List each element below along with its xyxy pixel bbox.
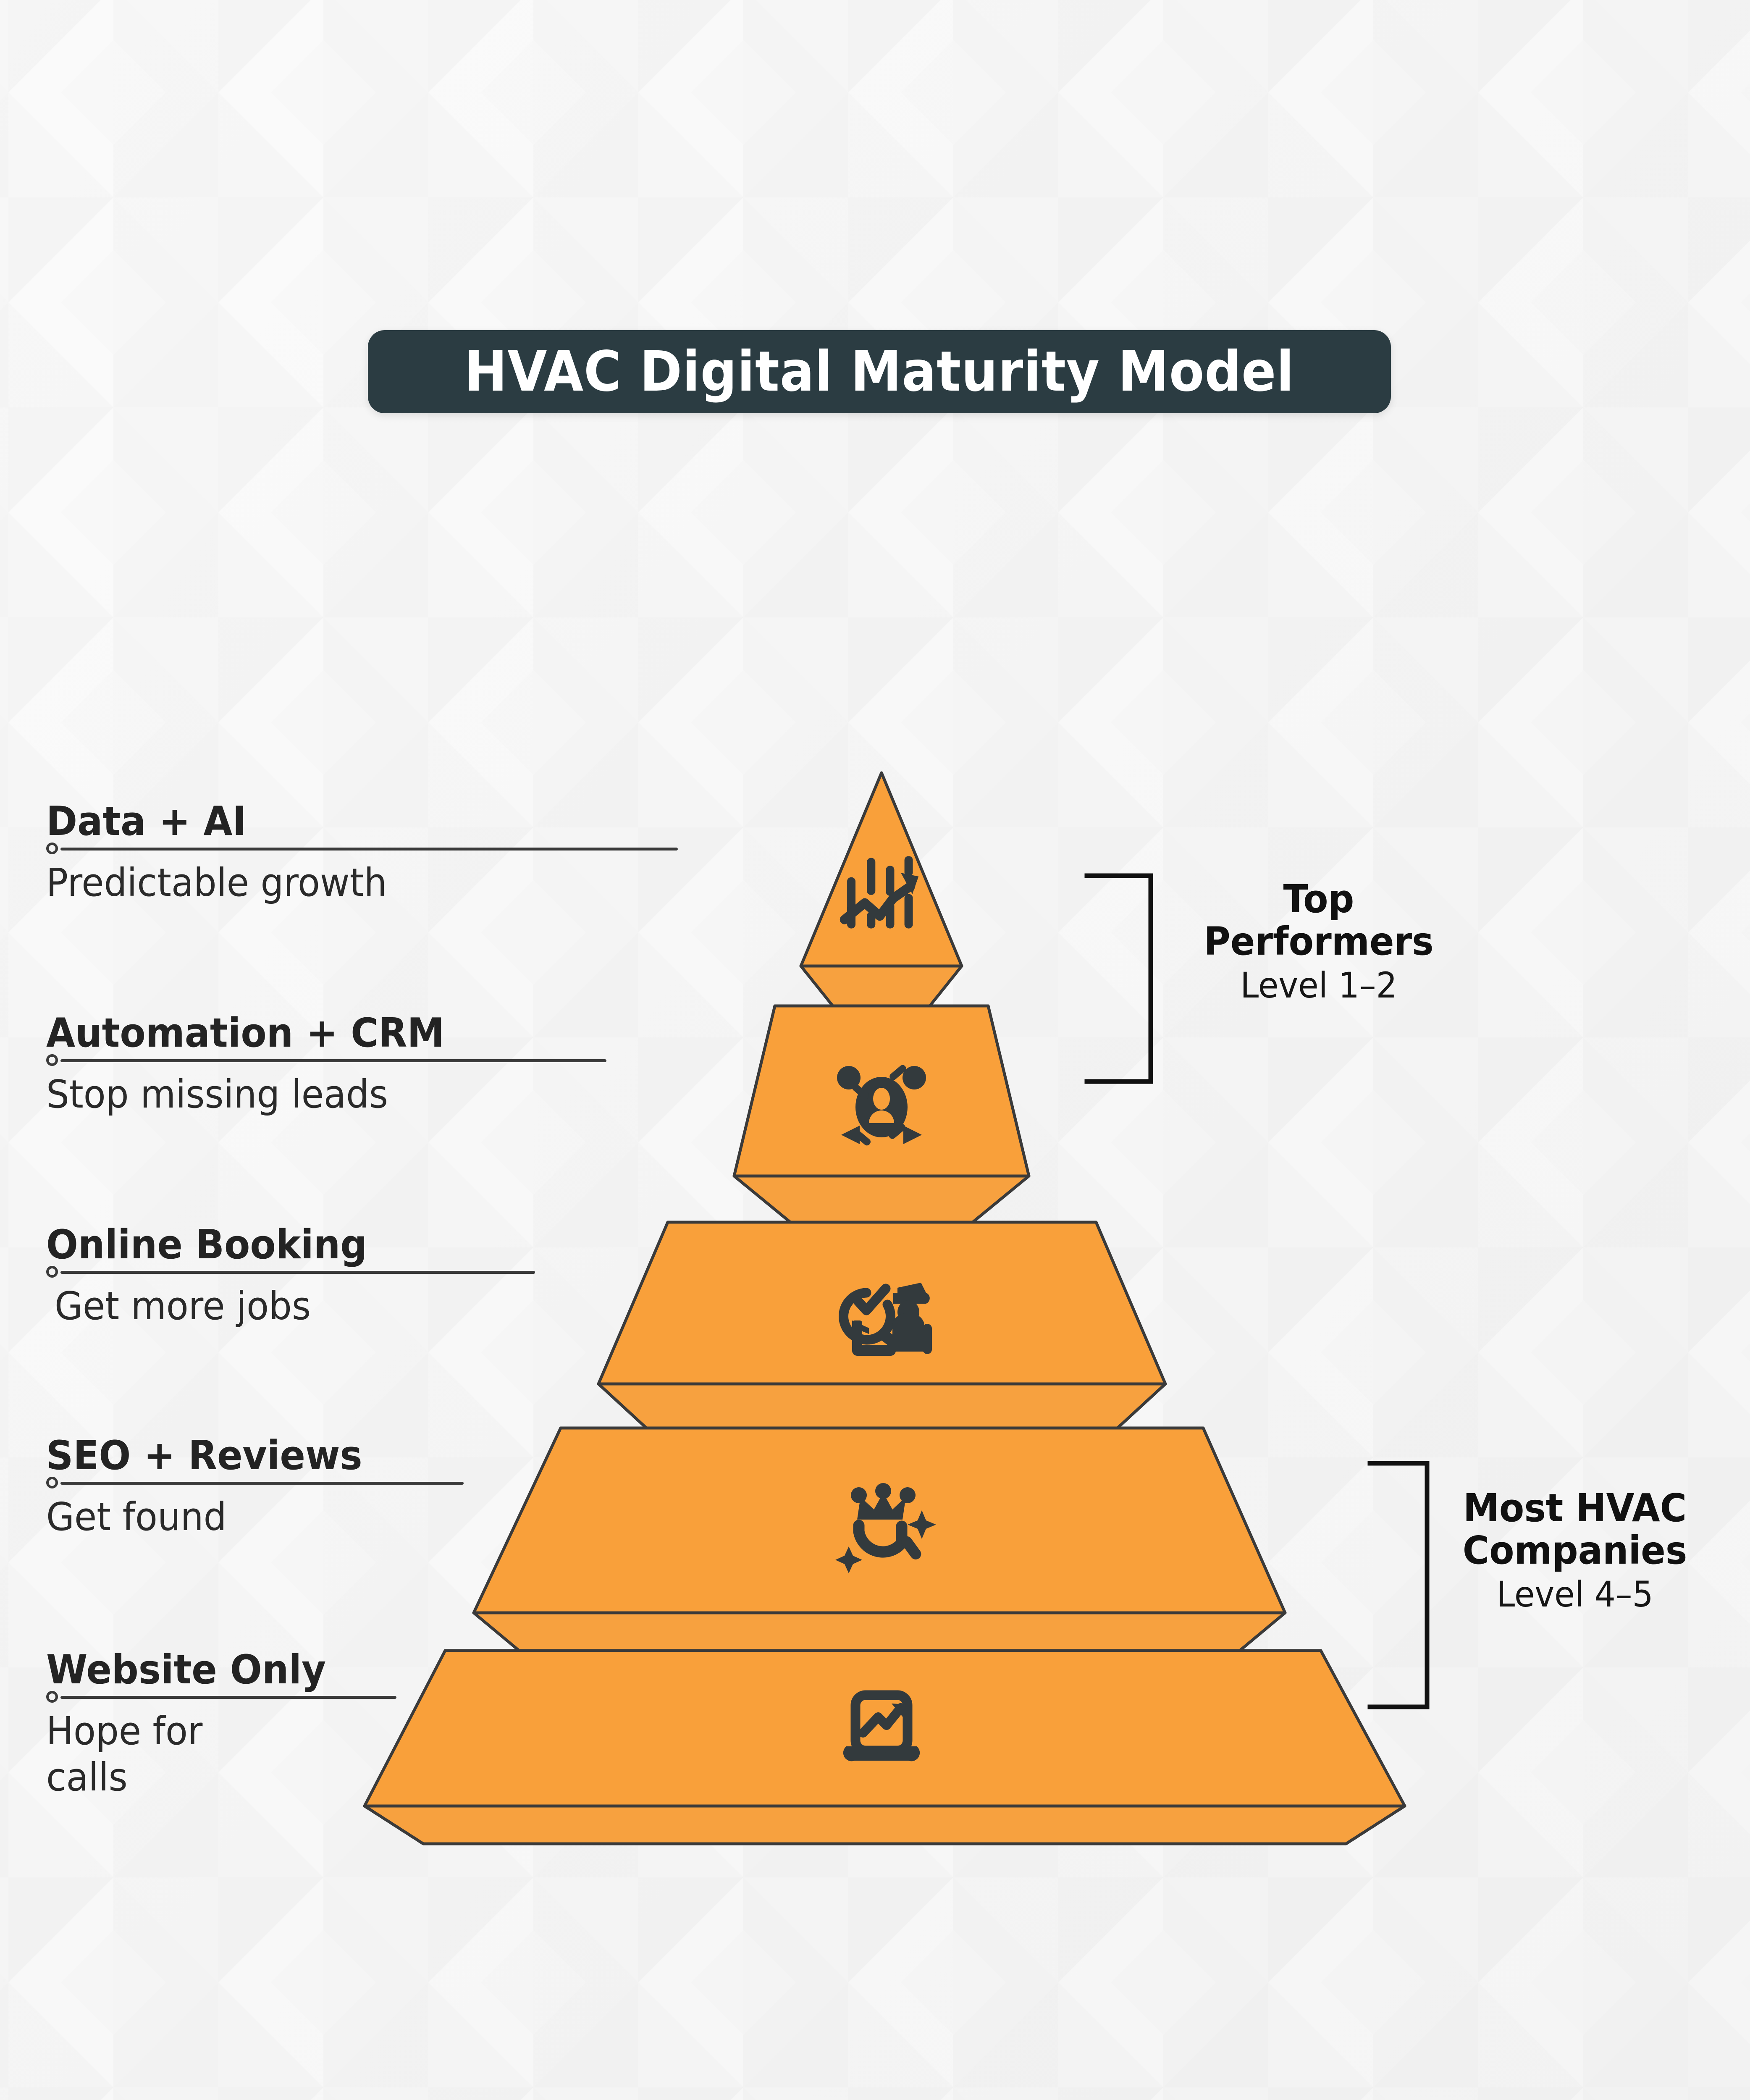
- label-block-3[interactable]: Online Booking Get more jobs: [46, 1225, 592, 1329]
- label-1-head: Data + AI: [46, 798, 247, 845]
- tier-5-base: [363, 1804, 1406, 1845]
- tier-3-base: [597, 1382, 1167, 1434]
- annotation-top-name: Top Performers: [1204, 877, 1434, 964]
- page-title: HVAC Digital Maturity Model: [464, 339, 1295, 404]
- label-block-2[interactable]: Automation + CRM Stop missing leads: [46, 1013, 626, 1118]
- label-block-5[interactable]: Website Only Hope for calls: [46, 1650, 487, 1801]
- label-4-dot: [46, 1476, 58, 1488]
- label-2-dot: [46, 1054, 58, 1066]
- bracket-most-hvac: [1367, 1461, 1430, 1709]
- pyramid-tier-3[interactable]: [597, 1221, 1167, 1434]
- tier-2-base: [732, 1174, 1031, 1226]
- annotation-bottom-name: Most HVAC Companies: [1462, 1486, 1687, 1573]
- tier-1-face: [799, 771, 963, 968]
- annotation-top-level: Level 1–2: [1240, 965, 1397, 1006]
- label-5-rule: [46, 1690, 396, 1703]
- tier-1-base: [799, 964, 963, 1010]
- technician-check-icon: [839, 1283, 932, 1356]
- analytics-trend-icon: [840, 856, 919, 929]
- label-1-dot: [46, 842, 58, 854]
- label-3-sub: Get more jobs: [55, 1283, 311, 1328]
- label-2-head: Automation + CRM: [46, 1010, 445, 1056]
- label-block-4[interactable]: SEO + Reviews Get found: [46, 1436, 550, 1540]
- label-4-rule: [46, 1476, 464, 1488]
- page-title-pill: HVAC Digital Maturity Model: [368, 330, 1391, 413]
- label-5-sub: Hope for calls: [46, 1708, 203, 1800]
- annotation-top-performers[interactable]: Top Performers Level 1–2: [1172, 878, 1466, 1006]
- label-5-head: Website Only: [46, 1647, 326, 1693]
- label-5-dot: [46, 1690, 58, 1703]
- tier-4-face: [472, 1426, 1287, 1614]
- pyramid-tier-1[interactable]: [799, 771, 963, 1010]
- crm-workflow-person-icon: [837, 1065, 926, 1146]
- label-3-head: Online Booking: [46, 1222, 367, 1268]
- label-block-1[interactable]: Data + AI Predictable growth: [46, 798, 678, 906]
- label-1-rule: [46, 842, 678, 854]
- annotation-bottom-level: Level 4–5: [1496, 1574, 1653, 1615]
- label-3-rule: [46, 1265, 535, 1278]
- label-4-sub: Get found: [46, 1494, 227, 1539]
- laptop-growth-icon: [843, 1690, 920, 1761]
- crown-search-icon: [835, 1483, 936, 1573]
- label-2-rule: [46, 1054, 606, 1066]
- label-2-sub: Stop missing leads: [46, 1071, 388, 1117]
- label-3-dot: [46, 1265, 58, 1278]
- annotation-most-hvac[interactable]: Most HVAC Companies Level 4–5: [1428, 1487, 1722, 1615]
- bracket-top-performers: [1084, 873, 1153, 1084]
- tier-3-face: [597, 1221, 1167, 1386]
- label-1-sub: Predictable growth: [46, 860, 387, 905]
- label-4-head: SEO + Reviews: [46, 1433, 362, 1479]
